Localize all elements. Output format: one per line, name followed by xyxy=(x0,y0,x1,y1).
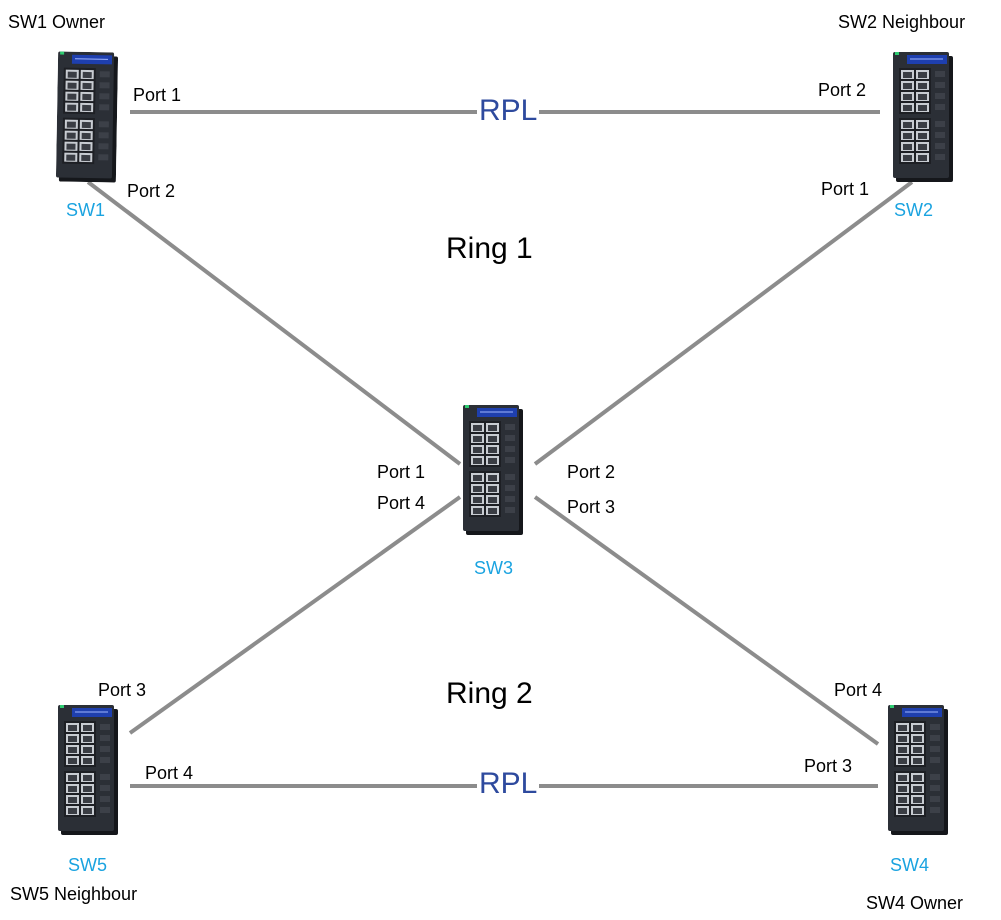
sw5-port-label: Port 4 xyxy=(145,763,194,783)
sw1-name-label: SW1 xyxy=(66,200,106,220)
link-sw3-sw4 xyxy=(533,495,880,746)
link-sw3-sw5 xyxy=(128,495,462,735)
link-sw1-sw3 xyxy=(86,180,462,466)
ring-2-label: Ring 2 xyxy=(446,677,533,710)
sw2-port-label: Port 2 xyxy=(818,80,867,100)
sw2-switch-icon xyxy=(893,52,953,182)
sw3-name-label: SW3 xyxy=(474,558,514,578)
sw1-port-label: Port 1 xyxy=(133,85,182,105)
sw2-name-label: SW2 xyxy=(894,200,934,220)
link-sw2-sw3 xyxy=(533,180,914,466)
sw2-role-label: SW2 Neighbour xyxy=(838,12,966,32)
sw4-port-label: Port 4 xyxy=(834,680,883,700)
sw4-name-label: SW4 xyxy=(890,855,930,875)
sw3-switch-icon xyxy=(463,405,523,535)
sw5-role-label: SW5 Neighbour xyxy=(10,884,138,904)
sw5-switch-icon xyxy=(58,705,118,835)
ring-1-label: Ring 1 xyxy=(446,232,533,265)
sw3-port-label: Port 3 xyxy=(567,497,616,517)
sw4-switch-icon xyxy=(888,705,948,835)
sw5-name-label: SW5 xyxy=(68,855,108,875)
sw1-port-label: Port 2 xyxy=(127,181,176,201)
sw3-port-label: Port 4 xyxy=(377,493,426,513)
sw3-port-label: Port 1 xyxy=(377,462,426,482)
sw4-port-label: Port 3 xyxy=(804,756,853,776)
sw1-role-label: SW1 Owner xyxy=(8,12,106,32)
rpl-label-ring1: RPL xyxy=(477,94,540,127)
sw1-switch-icon xyxy=(55,51,119,183)
rpl-label-ring2: RPL xyxy=(477,767,540,800)
sw3-port-label: Port 2 xyxy=(567,462,616,482)
sw2-port-label: Port 1 xyxy=(821,179,870,199)
sw5-port-label: Port 3 xyxy=(98,680,147,700)
sw4-role-label: SW4 Owner xyxy=(866,893,964,913)
